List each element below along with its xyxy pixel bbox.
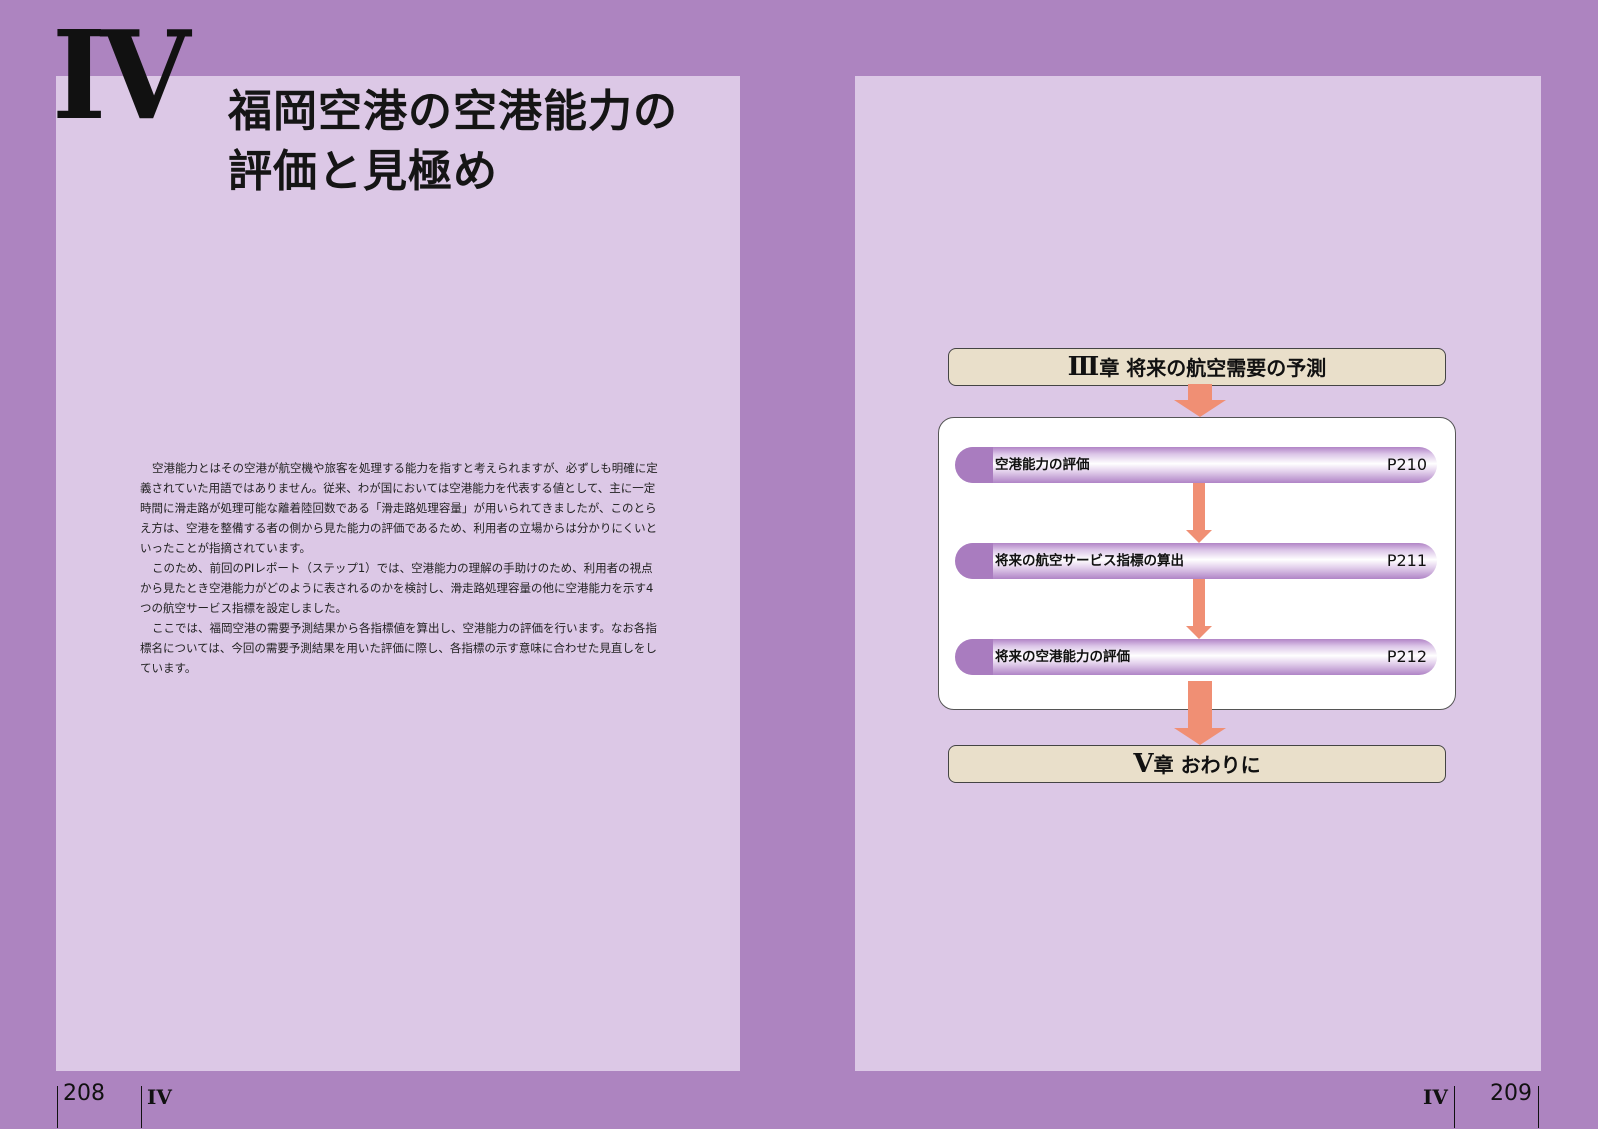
intro-paragraph-1: 空港能力とはその空港が航空機や旅客を処理する能力を指すと考えられますが、必ずしも… (140, 461, 658, 555)
chapter-title-line1: 福岡空港の空港能力の (228, 86, 678, 137)
flow-step-1-label: 空港能力の評価 (995, 457, 1090, 473)
flow-box-chapter-3: Ⅲ章 将来の航空需要の予測 (948, 348, 1446, 386)
flow-step-2-label: 将来の航空サービス指標の算出 (995, 553, 1184, 569)
flow-step-3: 将来の空港能力の評価 P212 (955, 639, 1437, 675)
intro-paragraph-2: このため、前回のPIレポート（ステップ1）では、空港能力の理解の手助けのため、利… (140, 561, 654, 615)
footer-rule-right-outer (1538, 1086, 1539, 1128)
footer-rule-right-inner (1454, 1086, 1455, 1128)
page-number-left: 208 (63, 1081, 105, 1106)
footer-numeral-left: IV (147, 1085, 172, 1109)
footer-rule-left-inner (141, 1086, 142, 1128)
flow-step-3-label: 将来の空港能力の評価 (995, 649, 1130, 665)
flow-step-2: 将来の航空サービス指標の算出 P211 (955, 543, 1437, 579)
chapter-title: 福岡空港の空港能力の 評価と見極め (228, 82, 678, 202)
arrow-down-icon (1174, 384, 1226, 417)
flow-step-2-page: P211 (1386, 551, 1427, 570)
flow-top-numeral: Ⅲ (1067, 352, 1100, 382)
flow-box-chapter-5: V章 おわりに (948, 745, 1446, 783)
flow-bottom-label: 章 おわりに (1153, 753, 1261, 777)
chapter-numeral: IV (52, 3, 190, 147)
flow-step-1: 空港能力の評価 P210 (955, 447, 1437, 483)
flow-step-1-page: P210 (1386, 455, 1427, 474)
arrow-down-icon (1174, 681, 1226, 745)
intro-paragraph-3: ここでは、福岡空港の需要予測結果から各指標値を算出し、空港能力の評価を行います。… (140, 621, 657, 675)
arrow-down-icon (1186, 579, 1212, 639)
footer-rule-left-outer (57, 1086, 58, 1128)
pill-cap (955, 447, 993, 483)
arrow-down-icon (1186, 483, 1212, 543)
chapter-title-line2: 評価と見極め (228, 146, 498, 197)
intro-text: 空港能力とはその空港が航空機や旅客を処理する能力を指すと考えられますが、必ずしも… (140, 458, 664, 678)
footer-numeral-right: IV (1423, 1085, 1448, 1109)
flow-top-label: 章 将来の航空需要の予測 (1099, 356, 1327, 380)
flow-step-3-page: P212 (1386, 647, 1427, 666)
page-number-right: 209 (1490, 1081, 1532, 1106)
flow-bottom-numeral: V (1133, 749, 1154, 779)
left-page-panel (56, 76, 740, 1071)
pill-cap (955, 543, 993, 579)
pill-cap (955, 639, 993, 675)
